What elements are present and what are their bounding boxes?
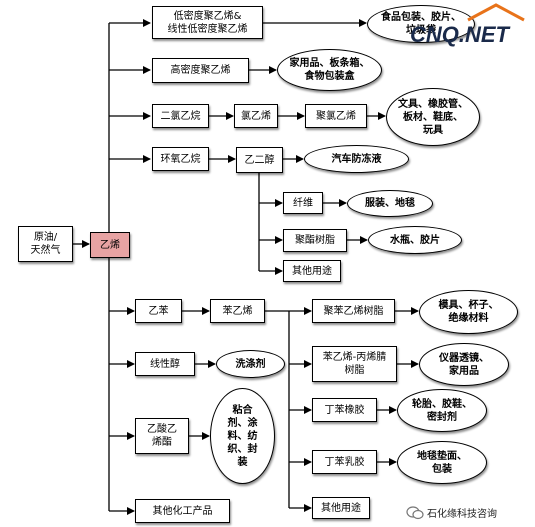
node-fiber: 纤维 bbox=[283, 192, 323, 214]
node-ldpe-use: 食品包装、胶片、 垃圾袋 bbox=[367, 5, 475, 43]
wechat-icon bbox=[406, 505, 424, 519]
node-polyester-resin: 聚酯树脂 bbox=[283, 229, 347, 252]
node-dichloroethane: 二氯乙烷 bbox=[152, 104, 209, 128]
node-crude-oil-gas: 原油/ 天然气 bbox=[18, 226, 73, 262]
node-vinyl-acetate-use: 粘合 剂、涂 料、纺 织、封 装 bbox=[210, 388, 275, 484]
node-ethylbenzene: 乙苯 bbox=[135, 299, 182, 323]
node-vinyl-acetate: 乙酸乙 烯酯 bbox=[135, 418, 189, 454]
node-other-chemicals: 其他化工产品 bbox=[135, 499, 230, 523]
node-ethylene-glycol: 乙二醇 bbox=[236, 147, 283, 173]
node-antifreeze: 汽车防冻液 bbox=[304, 145, 409, 173]
watermark-account-name: 石化缘科技咨询 bbox=[427, 509, 497, 520]
node-polyester-use: 水瓶、胶片 bbox=[368, 226, 462, 254]
node-ethylene: 乙烯 bbox=[90, 232, 130, 258]
node-ethylene-oxide: 环氧乙烷 bbox=[152, 147, 209, 171]
node-sb-latex-use: 地毯垫面、 包装 bbox=[397, 441, 487, 484]
node-pvc: 聚氯乙烯 bbox=[305, 104, 367, 128]
node-styrene-other-uses: 其他用途 bbox=[312, 497, 370, 519]
node-detergent: 洗涤剂 bbox=[216, 350, 285, 378]
node-sb-latex: 丁苯乳胶 bbox=[312, 450, 377, 474]
node-vinyl-chloride: 氯乙烯 bbox=[234, 104, 278, 128]
node-pvc-use: 文具、橡胶管、 板材、鞋底、 玩具 bbox=[386, 88, 480, 146]
node-san-use: 仪器透镜、 家用品 bbox=[419, 343, 509, 386]
node-hdpe: 高密度聚乙烯 bbox=[152, 58, 249, 83]
watermark-account: 石化缘科技咨询 bbox=[406, 505, 497, 520]
node-sbr: 丁苯橡胶 bbox=[312, 398, 377, 422]
node-glycol-other-uses: 其他用途 bbox=[283, 260, 341, 282]
node-sbr-use: 轮胎、胶鞋、 密封剂 bbox=[397, 389, 487, 432]
watermark-roof-icon bbox=[467, 3, 525, 22]
node-fiber-use: 服装、地毯 bbox=[347, 190, 433, 217]
node-styrene: 苯乙烯 bbox=[210, 299, 265, 323]
node-hdpe-use: 家用品、板条箱、 食物包装盒 bbox=[277, 49, 382, 91]
node-ldpe: 低密度聚乙烯& 线性低密度聚乙烯 bbox=[152, 6, 263, 39]
node-polystyrene-resin: 聚苯乙烯树脂 bbox=[312, 299, 395, 323]
node-linear-alcohol: 线性醇 bbox=[135, 352, 195, 376]
node-polystyrene-use: 模具、杯子、 绝缘材料 bbox=[419, 290, 518, 334]
node-san-resin: 苯乙烯-丙烯腈 树脂 bbox=[312, 346, 397, 382]
watermark-site-logo: CNQ.NET bbox=[410, 22, 509, 47]
